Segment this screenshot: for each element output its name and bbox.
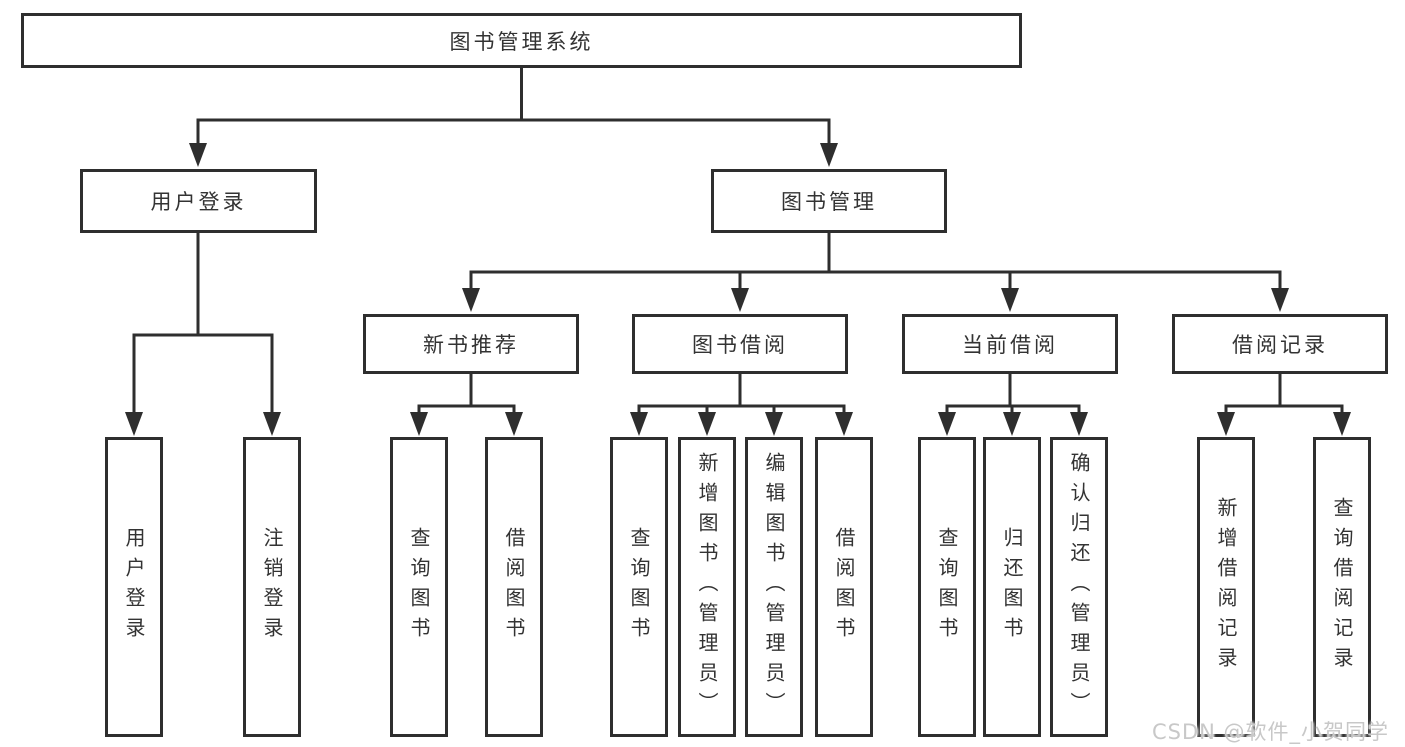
node-borrow-books-recommend-label: 借阅图书 xyxy=(502,527,526,647)
node-system-root: 图书管理系统 xyxy=(21,13,1022,68)
node-add-borrow-record: 新增借阅记录 xyxy=(1197,437,1255,737)
node-current-borrowing-label: 当前借阅 xyxy=(962,333,1058,357)
node-new-book-recommendation: 新书推荐 xyxy=(363,314,579,374)
node-borrowing-records-label: 借阅记录 xyxy=(1232,333,1328,357)
csdn-watermark: CSDN @软件_小贺同学 xyxy=(1152,720,1390,744)
node-confirm-return-admin: 确认归还（管理员） xyxy=(1050,437,1108,737)
node-user-login-action: 用户登录 xyxy=(105,437,163,737)
node-borrow-books-recommend: 借阅图书 xyxy=(485,437,543,737)
node-current-borrowing: 当前借阅 xyxy=(902,314,1118,374)
node-borrow-books-borrowing-label: 借阅图书 xyxy=(832,527,856,647)
node-logout-action-label: 注销登录 xyxy=(260,527,284,647)
node-system-root-label: 图书管理系统 xyxy=(449,29,594,54)
node-borrow-books-borrowing: 借阅图书 xyxy=(815,437,873,737)
node-return-books-label: 归还图书 xyxy=(1000,527,1024,647)
node-book-management: 图书管理 xyxy=(711,169,947,233)
node-add-books-admin: 新增图书（管理员） xyxy=(678,437,736,737)
node-book-management-label: 图书管理 xyxy=(781,190,877,214)
node-add-books-admin-label: 新增图书（管理员） xyxy=(695,452,719,722)
node-book-borrowing-label: 图书借阅 xyxy=(692,333,788,357)
node-edit-books-admin: 编辑图书（管理员） xyxy=(745,437,803,737)
node-query-books-borrowing: 查询图书 xyxy=(610,437,668,737)
node-edit-books-admin-label: 编辑图书（管理员） xyxy=(762,452,786,722)
node-confirm-return-admin-label: 确认归还（管理员） xyxy=(1067,452,1091,722)
node-user-login-action-label: 用户登录 xyxy=(122,527,146,647)
node-query-books-borrowing-label: 查询图书 xyxy=(627,527,651,647)
node-borrowing-records: 借阅记录 xyxy=(1172,314,1388,374)
node-query-books-recommend-label: 查询图书 xyxy=(407,527,431,647)
node-query-books-current-label: 查询图书 xyxy=(935,527,959,647)
node-query-borrow-record-label: 查询借阅记录 xyxy=(1330,497,1354,677)
node-query-books-current: 查询图书 xyxy=(918,437,976,737)
node-book-borrowing: 图书借阅 xyxy=(632,314,848,374)
node-user-login: 用户登录 xyxy=(80,169,317,233)
node-query-borrow-record: 查询借阅记录 xyxy=(1313,437,1371,737)
node-query-books-recommend: 查询图书 xyxy=(390,437,448,737)
node-new-book-recommendation-label: 新书推荐 xyxy=(423,333,519,357)
node-add-borrow-record-label: 新增借阅记录 xyxy=(1214,497,1238,677)
node-return-books: 归还图书 xyxy=(983,437,1041,737)
node-logout-action: 注销登录 xyxy=(243,437,301,737)
node-user-login-label: 用户登录 xyxy=(150,190,247,214)
